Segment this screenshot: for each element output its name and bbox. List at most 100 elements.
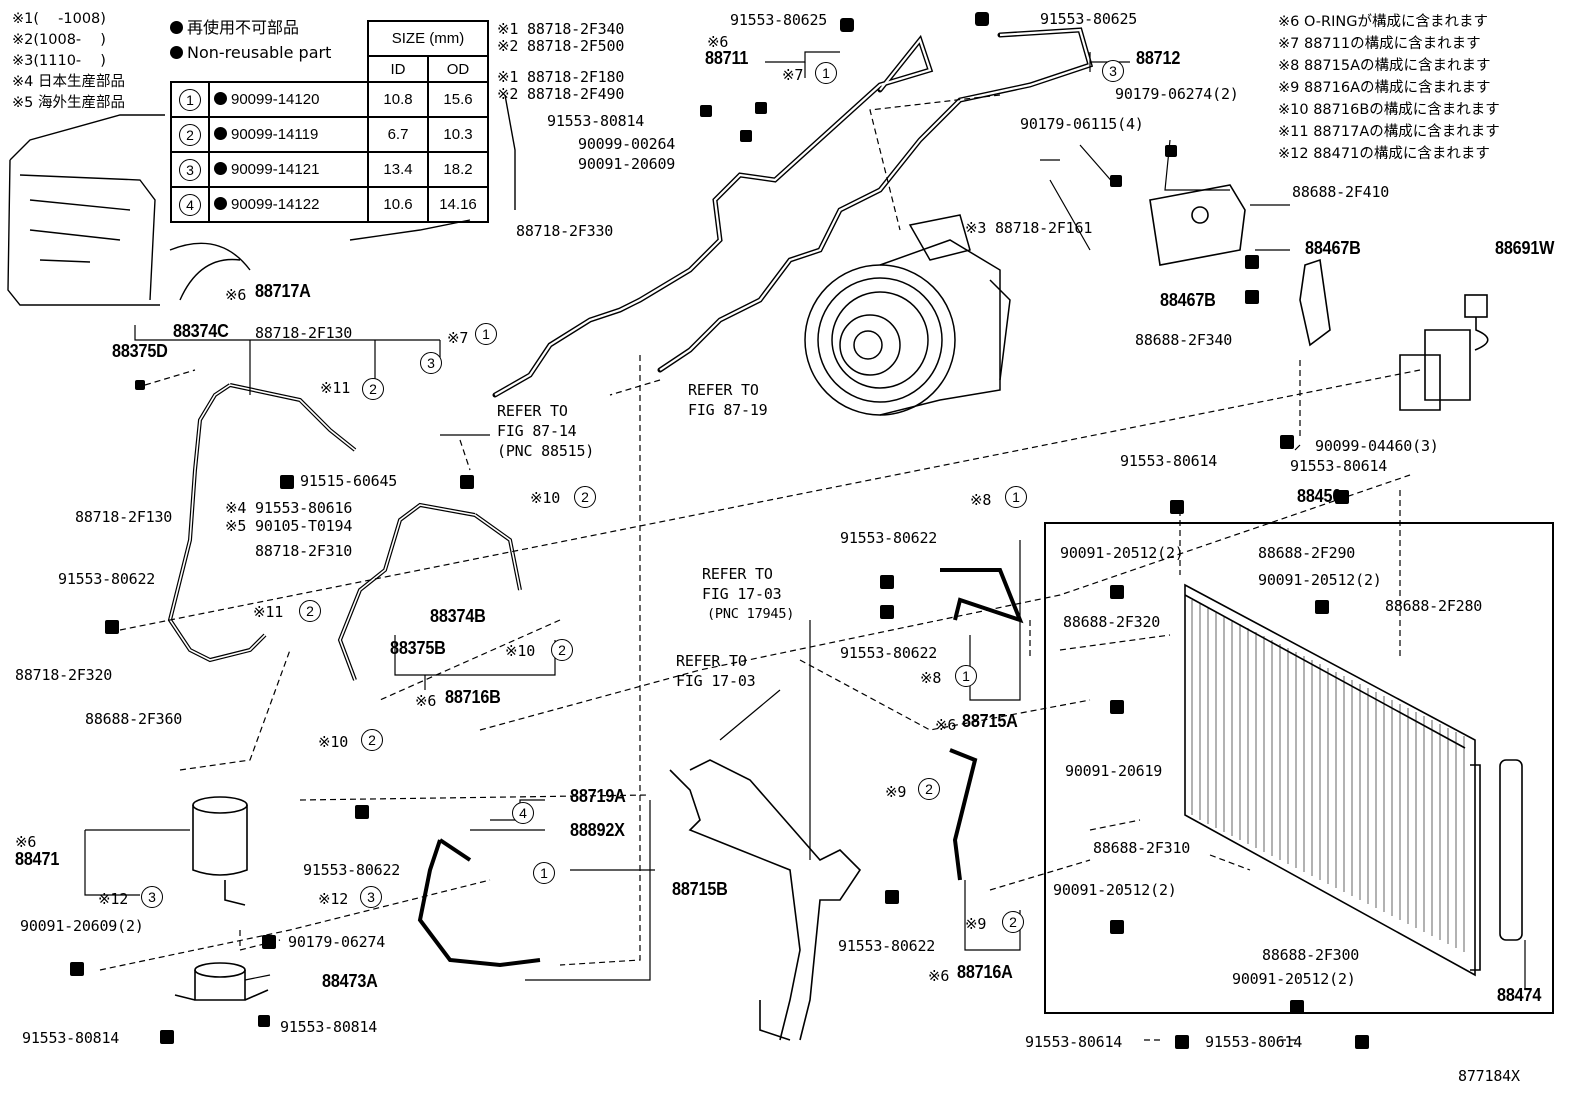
- note-12: ※12 88471の構成に含まれます: [1278, 146, 1490, 162]
- label-90091-20609-top[interactable]: 90091-20609: [578, 155, 676, 173]
- label-88688-2F300[interactable]: 88688-2F300: [1262, 946, 1360, 964]
- label-88711-note: ※7: [782, 66, 804, 84]
- label-88688-2F340[interactable]: 88688-2F340: [1135, 331, 1233, 349]
- label-88375D[interactable]: 88375D: [112, 341, 168, 361]
- label-90179-06115-4[interactable]: 90179-06115(4): [1020, 115, 1144, 133]
- label-88467B-b[interactable]: 88467B: [1160, 290, 1216, 310]
- refer-17-03a-line1[interactable]: REFER TO: [702, 565, 773, 583]
- label-90091-20609-2[interactable]: 90091-20609(2): [20, 917, 144, 935]
- label-88718-2F180[interactable]: ※1 88718-2F180: [497, 68, 625, 86]
- label-88467B-a[interactable]: 88467B: [1305, 238, 1361, 258]
- refer-17-03a-line3[interactable]: (PNC 17945): [707, 606, 795, 622]
- label-88473A[interactable]: 88473A: [322, 971, 378, 991]
- label-88711[interactable]: 88711: [705, 48, 749, 68]
- refer-87-14-line2[interactable]: FIG 87-14: [497, 422, 577, 440]
- label-91553-80814-top[interactable]: 91553-80814: [547, 112, 645, 130]
- figure-id: 877184X: [1458, 1067, 1520, 1085]
- bracket-88688-2F340: [1299, 258, 1331, 347]
- label-90091-20619[interactable]: 90091-20619: [1065, 762, 1163, 780]
- label-88688-2F360[interactable]: 88688-2F360: [85, 710, 183, 728]
- label-note-8-a: ※8: [970, 491, 992, 509]
- label-88718-2F310[interactable]: 88718-2F310: [255, 542, 353, 560]
- bracket-88473A: [174, 962, 269, 1001]
- label-88718-2F130-a[interactable]: 88718-2F130: [255, 324, 353, 342]
- label-90091-20512-b[interactable]: 90091-20512(2): [1258, 571, 1382, 589]
- label-88688-2F310[interactable]: 88688-2F310: [1093, 839, 1191, 857]
- size-header: SIZE (mm): [367, 20, 489, 57]
- label-91553-80616[interactable]: ※4 91553-80616: [225, 499, 353, 517]
- label-88474[interactable]: 88474: [1497, 985, 1542, 1005]
- label-88691W[interactable]: 88691W: [1495, 238, 1555, 258]
- label-88718-2F330[interactable]: 88718-2F330: [516, 222, 614, 240]
- label-88716B-mark: ※6: [415, 692, 437, 710]
- label-88892X[interactable]: 88892X: [570, 820, 625, 840]
- label-88718-2F500[interactable]: ※2 88718-2F500: [497, 37, 625, 55]
- label-91553-80814-b[interactable]: 91553-80814: [280, 1018, 378, 1036]
- callout-circle: 4: [512, 802, 534, 824]
- label-88688-2F280[interactable]: 88688-2F280: [1385, 597, 1483, 615]
- label-88688-2F290[interactable]: 88688-2F290: [1258, 544, 1356, 562]
- label-91553-80614-b[interactable]: 91553-80614: [1290, 457, 1388, 475]
- legend-note-5: ※5 海外生産部品: [12, 95, 125, 111]
- hardware-bolts: [70, 12, 1369, 1049]
- label-91553-80622-left[interactable]: 91553-80622: [58, 570, 156, 588]
- callout-circle: 2: [362, 378, 384, 400]
- label-91553-80622-c[interactable]: 91553-80622: [303, 861, 401, 879]
- label-91553-80614-a[interactable]: 91553-80614: [1120, 452, 1218, 470]
- label-90091-20512-c[interactable]: 90091-20512(2): [1053, 881, 1177, 899]
- label-88716A[interactable]: 88716A: [957, 962, 1013, 982]
- refer-87-14-line3[interactable]: (PNC 88515): [497, 442, 595, 460]
- label-91553-80814-c[interactable]: 91553-80814: [22, 1029, 120, 1047]
- label-88718-2F130-b[interactable]: 88718-2F130: [75, 508, 173, 526]
- label-88715A[interactable]: 88715A: [962, 711, 1018, 731]
- refer-87-14-line1[interactable]: REFER TO: [497, 402, 568, 420]
- label-88471[interactable]: 88471: [15, 849, 60, 869]
- label-88717A[interactable]: 88717A: [255, 281, 311, 301]
- refer-17-03a-line2[interactable]: FIG 17-03: [702, 585, 782, 603]
- label-88450[interactable]: 88450: [1297, 486, 1342, 506]
- note-8: ※8 88715Aの構成に含まれます: [1278, 58, 1491, 74]
- label-91515-60645[interactable]: 91515-60645: [300, 472, 398, 490]
- label-88688-2F410[interactable]: 88688-2F410: [1292, 183, 1390, 201]
- label-88712[interactable]: 88712: [1136, 48, 1181, 68]
- vehicle-outline: [7, 94, 516, 306]
- label-90091-20512-d[interactable]: 90091-20512(2): [1232, 970, 1356, 988]
- label-90099-00264[interactable]: 90099-00264: [578, 135, 676, 153]
- label-88718-2F161[interactable]: ※3 88718-2F161: [965, 219, 1093, 237]
- label-88688-2F320[interactable]: 88688-2F320: [1063, 613, 1161, 631]
- label-91553-80625-b[interactable]: 91553-80625: [1040, 10, 1138, 28]
- label-88375B[interactable]: 88375B: [390, 638, 446, 658]
- label-88718-2F340[interactable]: ※1 88718-2F340: [497, 20, 625, 38]
- label-88718-2F320[interactable]: 88718-2F320: [15, 666, 113, 684]
- label-91553-80622-a[interactable]: 91553-80622: [840, 529, 938, 547]
- legend-note-2: ※2(1008- ): [12, 32, 106, 48]
- label-88716B[interactable]: 88716B: [445, 687, 501, 707]
- label-note-7: ※7: [447, 329, 469, 347]
- label-88374B[interactable]: 88374B: [430, 606, 486, 626]
- non-reusable-en: Non-reusable part: [170, 42, 331, 63]
- refer-17-03b-line1[interactable]: REFER TO: [676, 652, 747, 670]
- label-note-8-b: ※8: [920, 669, 942, 687]
- label-91553-80622-b[interactable]: 91553-80622: [840, 644, 938, 662]
- label-90091-20512-a[interactable]: 90091-20512(2): [1060, 544, 1184, 562]
- refer-87-19-line2[interactable]: FIG 87-19: [688, 401, 768, 419]
- label-90099-04460-3[interactable]: 90099-04460(3): [1315, 437, 1439, 455]
- note-9: ※9 88716Aの構成に含まれます: [1278, 80, 1491, 96]
- label-91553-80614-d[interactable]: 91553-80614: [1205, 1033, 1303, 1051]
- non-reusable-jp: 再使用不可部品: [170, 17, 299, 38]
- label-90105-T0194[interactable]: ※5 90105-T0194: [225, 517, 353, 535]
- label-88718-2F490[interactable]: ※2 88718-2F490: [497, 85, 625, 103]
- callout-circle: 1: [815, 62, 837, 84]
- label-88374C[interactable]: 88374C: [173, 321, 229, 341]
- refer-87-19-line1[interactable]: REFER TO: [688, 381, 759, 399]
- label-91553-80614-c[interactable]: 91553-80614: [1025, 1033, 1123, 1051]
- refer-17-03b-line2[interactable]: FIG 17-03: [676, 672, 756, 690]
- label-88719A[interactable]: 88719A: [570, 786, 626, 806]
- label-91553-80622-d[interactable]: 91553-80622: [838, 937, 936, 955]
- label-91553-80625-a[interactable]: 91553-80625: [730, 11, 828, 29]
- label-90179-06274-2[interactable]: 90179-06274(2): [1115, 85, 1239, 103]
- label-90179-06274[interactable]: 90179-06274: [288, 933, 386, 951]
- label-88715B[interactable]: 88715B: [672, 879, 728, 899]
- compressor: [804, 214, 1011, 416]
